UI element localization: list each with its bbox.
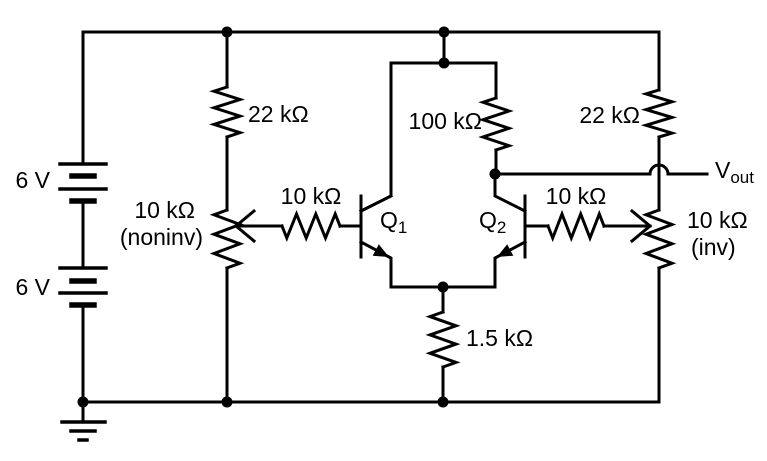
junction-dot — [437, 396, 449, 408]
q1-label: Q1 — [380, 207, 408, 237]
ground-symbol-icon — [60, 400, 107, 442]
pot-noninv-name-label: (noninv) — [119, 224, 203, 250]
emitter-arrow-icon — [497, 244, 514, 257]
junction-dots — [77, 26, 501, 408]
wire-vout-line — [493, 163, 709, 176]
wire-top-rail-and-sides — [81, 30, 661, 404]
wiper-arrow-icon — [233, 208, 257, 244]
resistor-100k-icon — [478, 96, 514, 152]
junction-dot — [221, 26, 233, 38]
q2-label: Q2 — [479, 207, 507, 237]
resistor-22k-left-label: 22 kΩ — [248, 101, 309, 127]
emitter-arrow-icon — [372, 244, 389, 257]
resistor-1.5k-icon — [425, 310, 461, 369]
junction-dot — [221, 396, 233, 408]
pot-noninv-value-label: 10 kΩ — [134, 197, 195, 223]
wire-hop — [648, 163, 670, 176]
resistor-22k-left-icon — [209, 85, 245, 139]
resistor-22k-right-label: 22 kΩ — [579, 102, 640, 128]
wiper-arrow-icon — [629, 208, 653, 244]
resistor-100k-label: 100 kΩ — [408, 108, 482, 134]
resistor-10k-left-icon — [280, 209, 342, 243]
junction-dot — [438, 26, 450, 38]
q1-label-sub: 1 — [397, 218, 408, 237]
vout-label-base: V — [715, 157, 731, 183]
q2-label-base: Q — [479, 207, 497, 233]
pot-inv-value-label: 10 kΩ — [687, 207, 748, 233]
battery-bottom-label: 6 V — [15, 274, 50, 300]
transistor-q2-icon — [493, 172, 550, 259]
pot-inv-name-label: (inv) — [691, 234, 736, 260]
q2-label-sub: 2 — [496, 218, 507, 237]
battery-6v-top-icon — [58, 162, 108, 204]
resistor-10k-right-icon — [546, 209, 606, 243]
potentiometer-noninv-icon — [209, 208, 284, 270]
resistor-22k-right-icon — [640, 88, 678, 139]
transistor-q1-icon — [338, 193, 394, 259]
junction-dot — [489, 168, 501, 180]
battery-top-label: 6 V — [15, 167, 50, 193]
q1-label-base: Q — [380, 207, 398, 233]
potentiometer-inv-icon — [602, 208, 677, 270]
resistor-1.5k-label: 1.5 kΩ — [466, 325, 534, 351]
junction-dot — [438, 57, 450, 69]
resistor-10k-left-label: 10 kΩ — [280, 183, 342, 209]
resistor-10k-right-label: 10 kΩ — [545, 183, 607, 209]
vout-label: Vout — [715, 157, 754, 187]
vout-label-sub: out — [730, 168, 754, 187]
junction-dot — [437, 281, 449, 293]
junction-dot — [77, 396, 89, 408]
battery-6v-bottom-icon — [58, 266, 108, 308]
